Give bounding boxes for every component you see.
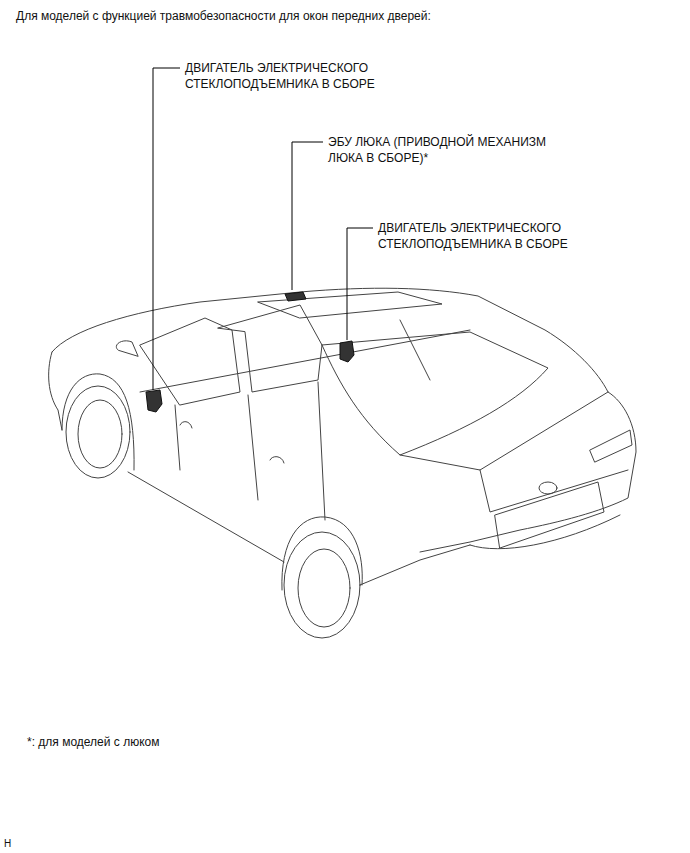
part-label: ДВИГАТЕЛЬ ЭЛЕКТРИЧЕСКОГО СТЕКЛОПОДЪЕМНИК… [378,220,603,252]
part-label: ДВИГАТЕЛЬ ЭЛЕКТРИЧЕСКОГО СТЕКЛОПОДЪЕМНИК… [185,60,405,92]
figure-code: H [4,836,34,852]
footnote: *: для моделей с люком [27,734,427,750]
part-label: ЭБУ ЛЮКА (ПРИВОДНОЙ МЕХАНИЗМ ЛЮКА В СБОР… [328,134,583,166]
diagram-title: Для моделей с функцией травмобезопасност… [16,8,676,24]
